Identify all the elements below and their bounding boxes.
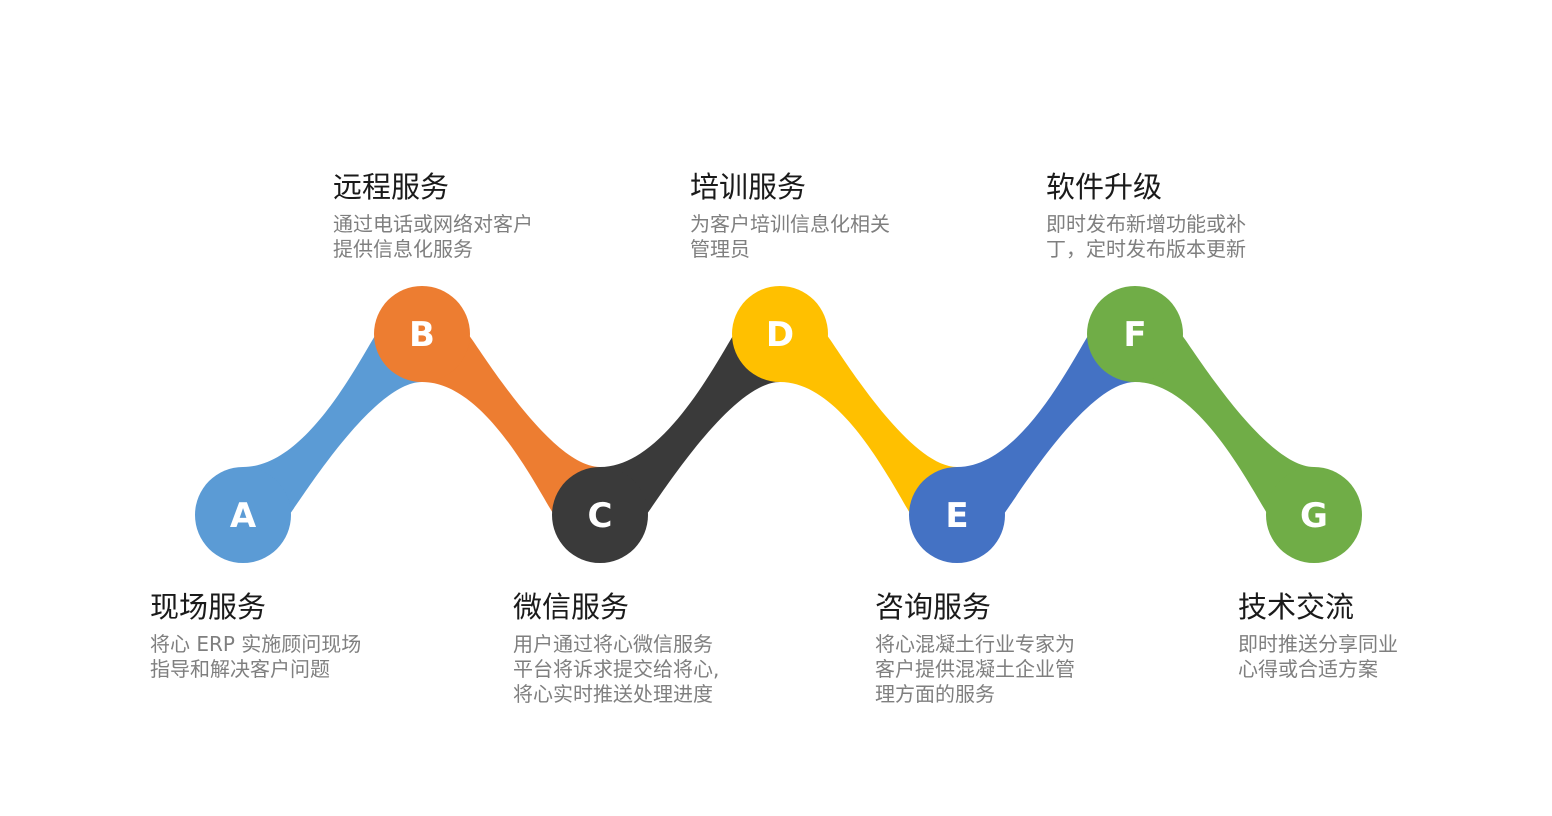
label-g-title: 技术交流 bbox=[1238, 590, 1355, 624]
connector-f-g bbox=[1135, 334, 1314, 515]
connector-b-c bbox=[422, 334, 600, 515]
label-c: 微信服务 用户通过将心微信服务 平台将诉求提交给将心, 将心实时推送处理进度 bbox=[513, 590, 773, 707]
label-e: 咨询服务 将心混凝土行业专家为 客户提供混凝土企业管 理方面的服务 bbox=[875, 590, 1135, 707]
node-a-circle bbox=[195, 467, 291, 563]
node-e-circle bbox=[909, 467, 1005, 563]
label-a-title: 现场服务 bbox=[150, 590, 267, 624]
node-e-letter: E bbox=[945, 496, 968, 536]
label-a-desc: 将心 ERP 实施顾问现场 指导和解决客户问题 bbox=[150, 632, 362, 681]
label-g-desc: 即时推送分享同业 心得或合适方案 bbox=[1238, 632, 1398, 681]
label-e-title: 咨询服务 bbox=[875, 590, 992, 624]
node-f-letter: F bbox=[1123, 315, 1146, 355]
label-b-desc: 通过电话或网络对客户 提供信息化服务 bbox=[333, 212, 533, 261]
label-e-desc: 将心混凝土行业专家为 客户提供混凝土企业管 理方面的服务 bbox=[875, 632, 1075, 706]
label-f: 软件升级 即时发布新增功能或补 丁，定时发布版本更新 bbox=[1046, 170, 1306, 262]
label-b: 远程服务 通过电话或网络对客户 提供信息化服务 bbox=[333, 170, 593, 262]
label-f-desc: 即时发布新增功能或补 丁，定时发布版本更新 bbox=[1046, 212, 1246, 261]
node-b-letter: B bbox=[409, 315, 435, 355]
label-g: 技术交流 即时推送分享同业 心得或合适方案 bbox=[1238, 590, 1498, 682]
connector-e-f bbox=[957, 334, 1135, 515]
connector-d-e bbox=[780, 334, 957, 515]
label-d: 培训服务 为客户培训信息化相关 管理员 bbox=[690, 170, 950, 262]
connector-layer bbox=[243, 334, 1314, 515]
node-d-letter: D bbox=[766, 315, 794, 355]
node-a-letter: A bbox=[230, 496, 257, 536]
node-c-letter: C bbox=[588, 496, 613, 536]
label-a: 现场服务 将心 ERP 实施顾问现场 指导和解决客户问题 bbox=[150, 590, 410, 682]
connector-c-d bbox=[600, 334, 780, 515]
node-layer: A B C D E F G bbox=[195, 286, 1362, 563]
node-g-circle bbox=[1266, 467, 1362, 563]
node-d-circle bbox=[732, 286, 828, 382]
node-g-letter: G bbox=[1300, 496, 1328, 536]
label-b-title: 远程服务 bbox=[333, 170, 450, 204]
node-b-circle bbox=[374, 286, 470, 382]
node-f-circle bbox=[1087, 286, 1183, 382]
connector-a-b bbox=[243, 334, 422, 515]
label-d-title: 培训服务 bbox=[690, 170, 807, 204]
label-d-desc: 为客户培训信息化相关 管理员 bbox=[690, 212, 890, 261]
label-c-desc: 用户通过将心微信服务 平台将诉求提交给将心, 将心实时推送处理进度 bbox=[513, 632, 720, 706]
node-c-circle bbox=[552, 467, 648, 563]
label-f-title: 软件升级 bbox=[1046, 170, 1163, 204]
label-c-title: 微信服务 bbox=[513, 590, 630, 624]
